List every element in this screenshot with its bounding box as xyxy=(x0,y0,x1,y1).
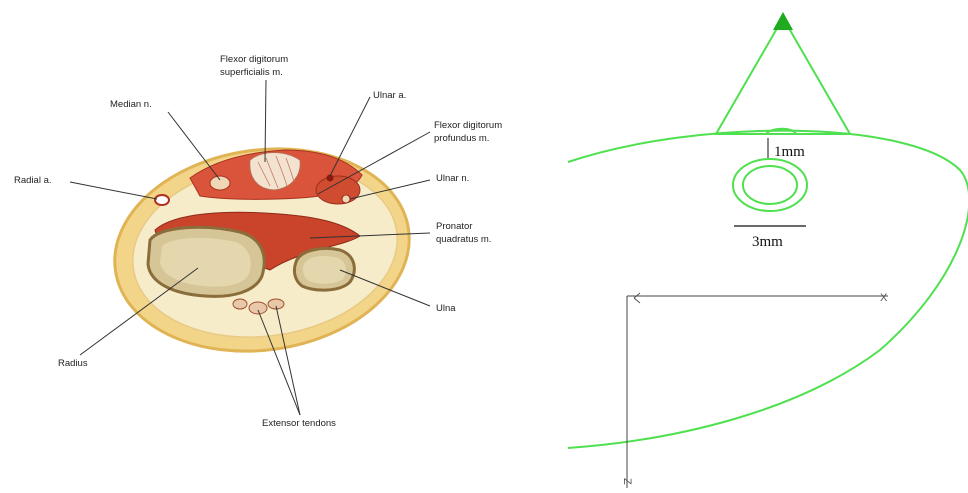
label-radial-artery: Radial a. xyxy=(14,175,52,186)
label-flexor-superficialis-2: superficialis m. xyxy=(220,67,283,78)
label-flexor-superficialis-1: Flexor digitorum xyxy=(220,54,288,65)
axis-origin-mark xyxy=(634,293,640,303)
wrist-cross-section: Flexor digitorum superficialis m. Median… xyxy=(14,54,502,429)
label-flexor-profundus-2: profundus m. xyxy=(434,133,489,144)
label-ulna: Ulna xyxy=(436,303,456,314)
label-median-nerve: Median n. xyxy=(110,99,152,110)
probe-triangle xyxy=(716,18,850,134)
ulnar-nerve-shape xyxy=(342,195,350,203)
dimension-3mm-label: 3mm xyxy=(752,234,783,250)
ulnar-side-muscle xyxy=(316,176,360,204)
dimension-1mm-label: 1mm xyxy=(774,144,805,160)
vessel-inner-ring xyxy=(743,166,797,204)
label-flexor-profundus-1: Flexor digitorum xyxy=(434,120,502,131)
probe-tip-icon xyxy=(773,12,793,30)
label-ulnar-artery: Ulnar a. xyxy=(373,90,406,101)
label-radius: Radius xyxy=(58,358,88,369)
z-axis-label: Z xyxy=(621,478,633,485)
x-axis-label: X xyxy=(880,292,888,304)
ultrasound-schematic: 1mm 3mm X Z xyxy=(568,12,968,488)
arm-outline-curve xyxy=(568,131,968,448)
median-nerve-shape xyxy=(210,176,230,190)
radial-artery-shape xyxy=(155,195,169,205)
label-ulnar-nerve: Ulnar n. xyxy=(436,173,469,184)
label-pronator-1: Pronator xyxy=(436,221,472,232)
ulna-marrow xyxy=(303,256,346,284)
label-pronator-2: quadratus m. xyxy=(436,234,491,245)
label-extensor-tendons: Extensor tendons xyxy=(262,418,336,429)
